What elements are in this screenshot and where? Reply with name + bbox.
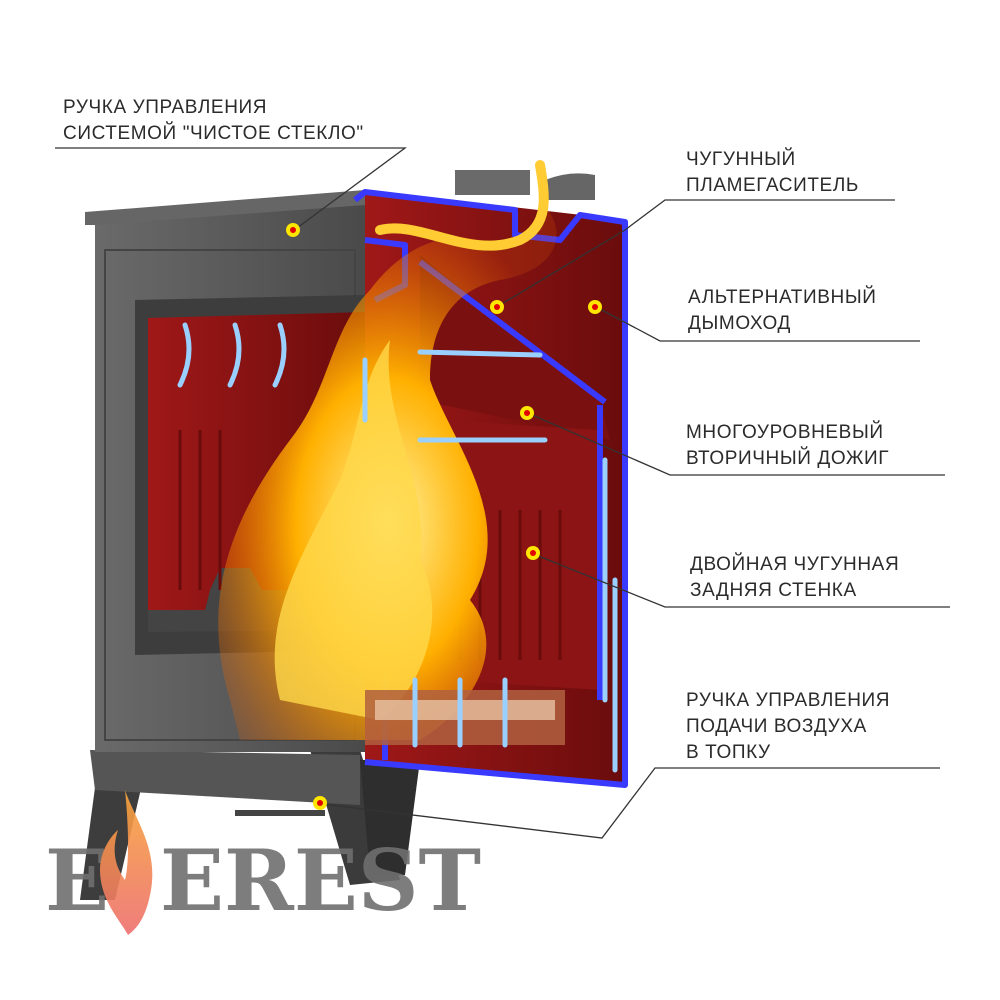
callout-dot <box>286 223 300 237</box>
callout-line: РУЧКА УПРАВЛЕНИЯ <box>63 97 268 118</box>
everest-logo: E EREST <box>45 790 481 935</box>
callout-line: РУЧКА УПРАВЛЕНИЯ <box>686 690 891 711</box>
callout-dot <box>526 546 540 560</box>
callout-line: ПОДАЧИ ВОЗДУХА <box>686 716 867 737</box>
callout-back-wall: ДВОЙНАЯ ЧУГУННАЯ ЗАДНЯЯ СТЕНКА <box>690 552 899 604</box>
callout-line: ДЫМОХОД <box>688 313 791 334</box>
stove-legs <box>80 750 420 900</box>
fire <box>218 160 565 745</box>
callout-line: В ТОПКУ <box>686 742 771 763</box>
logo-letter-e: E <box>45 831 109 930</box>
leader-lines <box>55 147 950 839</box>
air-flow-arrows <box>177 322 618 773</box>
callout-alternative-chimney: АЛЬТЕРНАТИВНЫЙ ДЫМОХОД <box>688 285 877 337</box>
callout-dots <box>286 223 602 810</box>
callout-dot <box>313 796 327 810</box>
callout-line: ЧУГУННЫЙ <box>686 149 796 170</box>
callout-dot <box>588 300 602 314</box>
callout-clean-glass-handle: РУЧКА УПРАВЛЕНИЯ СИСТЕМОЙ "ЧИСТОЕ СТЕКЛО… <box>63 95 364 147</box>
callout-air-supply-handle: РУЧКА УПРАВЛЕНИЯ ПОДАЧИ ВОЗДУХА В ТОПКУ <box>686 688 890 766</box>
callout-line: ВТОРИЧНЫЙ ДОЖИГ <box>686 448 890 469</box>
callout-flame-arrester: ЧУГУННЫЙ ПЛАМЕГАСИТЕЛЬ <box>686 147 859 199</box>
callout-line: СИСТЕМОЙ "ЧИСТОЕ СТЕКЛО" <box>63 123 364 144</box>
callout-line: ЗАДНЯЯ СТЕНКА <box>690 580 857 601</box>
callout-dot <box>520 406 534 420</box>
callout-line: ДВОЙНАЯ ЧУГУННАЯ <box>690 554 900 575</box>
callout-line: АЛЬТЕРНАТИВНЫЙ <box>688 287 877 308</box>
logo-flame-icon <box>100 790 153 935</box>
callout-dot <box>490 300 504 314</box>
logo-letters-erest: EREST <box>160 831 481 930</box>
callout-line: ПЛАМЕГАСИТЕЛЬ <box>686 175 859 196</box>
callout-line: МНОГОУРОВНЕВЫЙ <box>686 422 884 443</box>
callout-afterburn: МНОГОУРОВНЕВЫЙ ВТОРИЧНЫЙ ДОЖИГ <box>686 420 889 472</box>
